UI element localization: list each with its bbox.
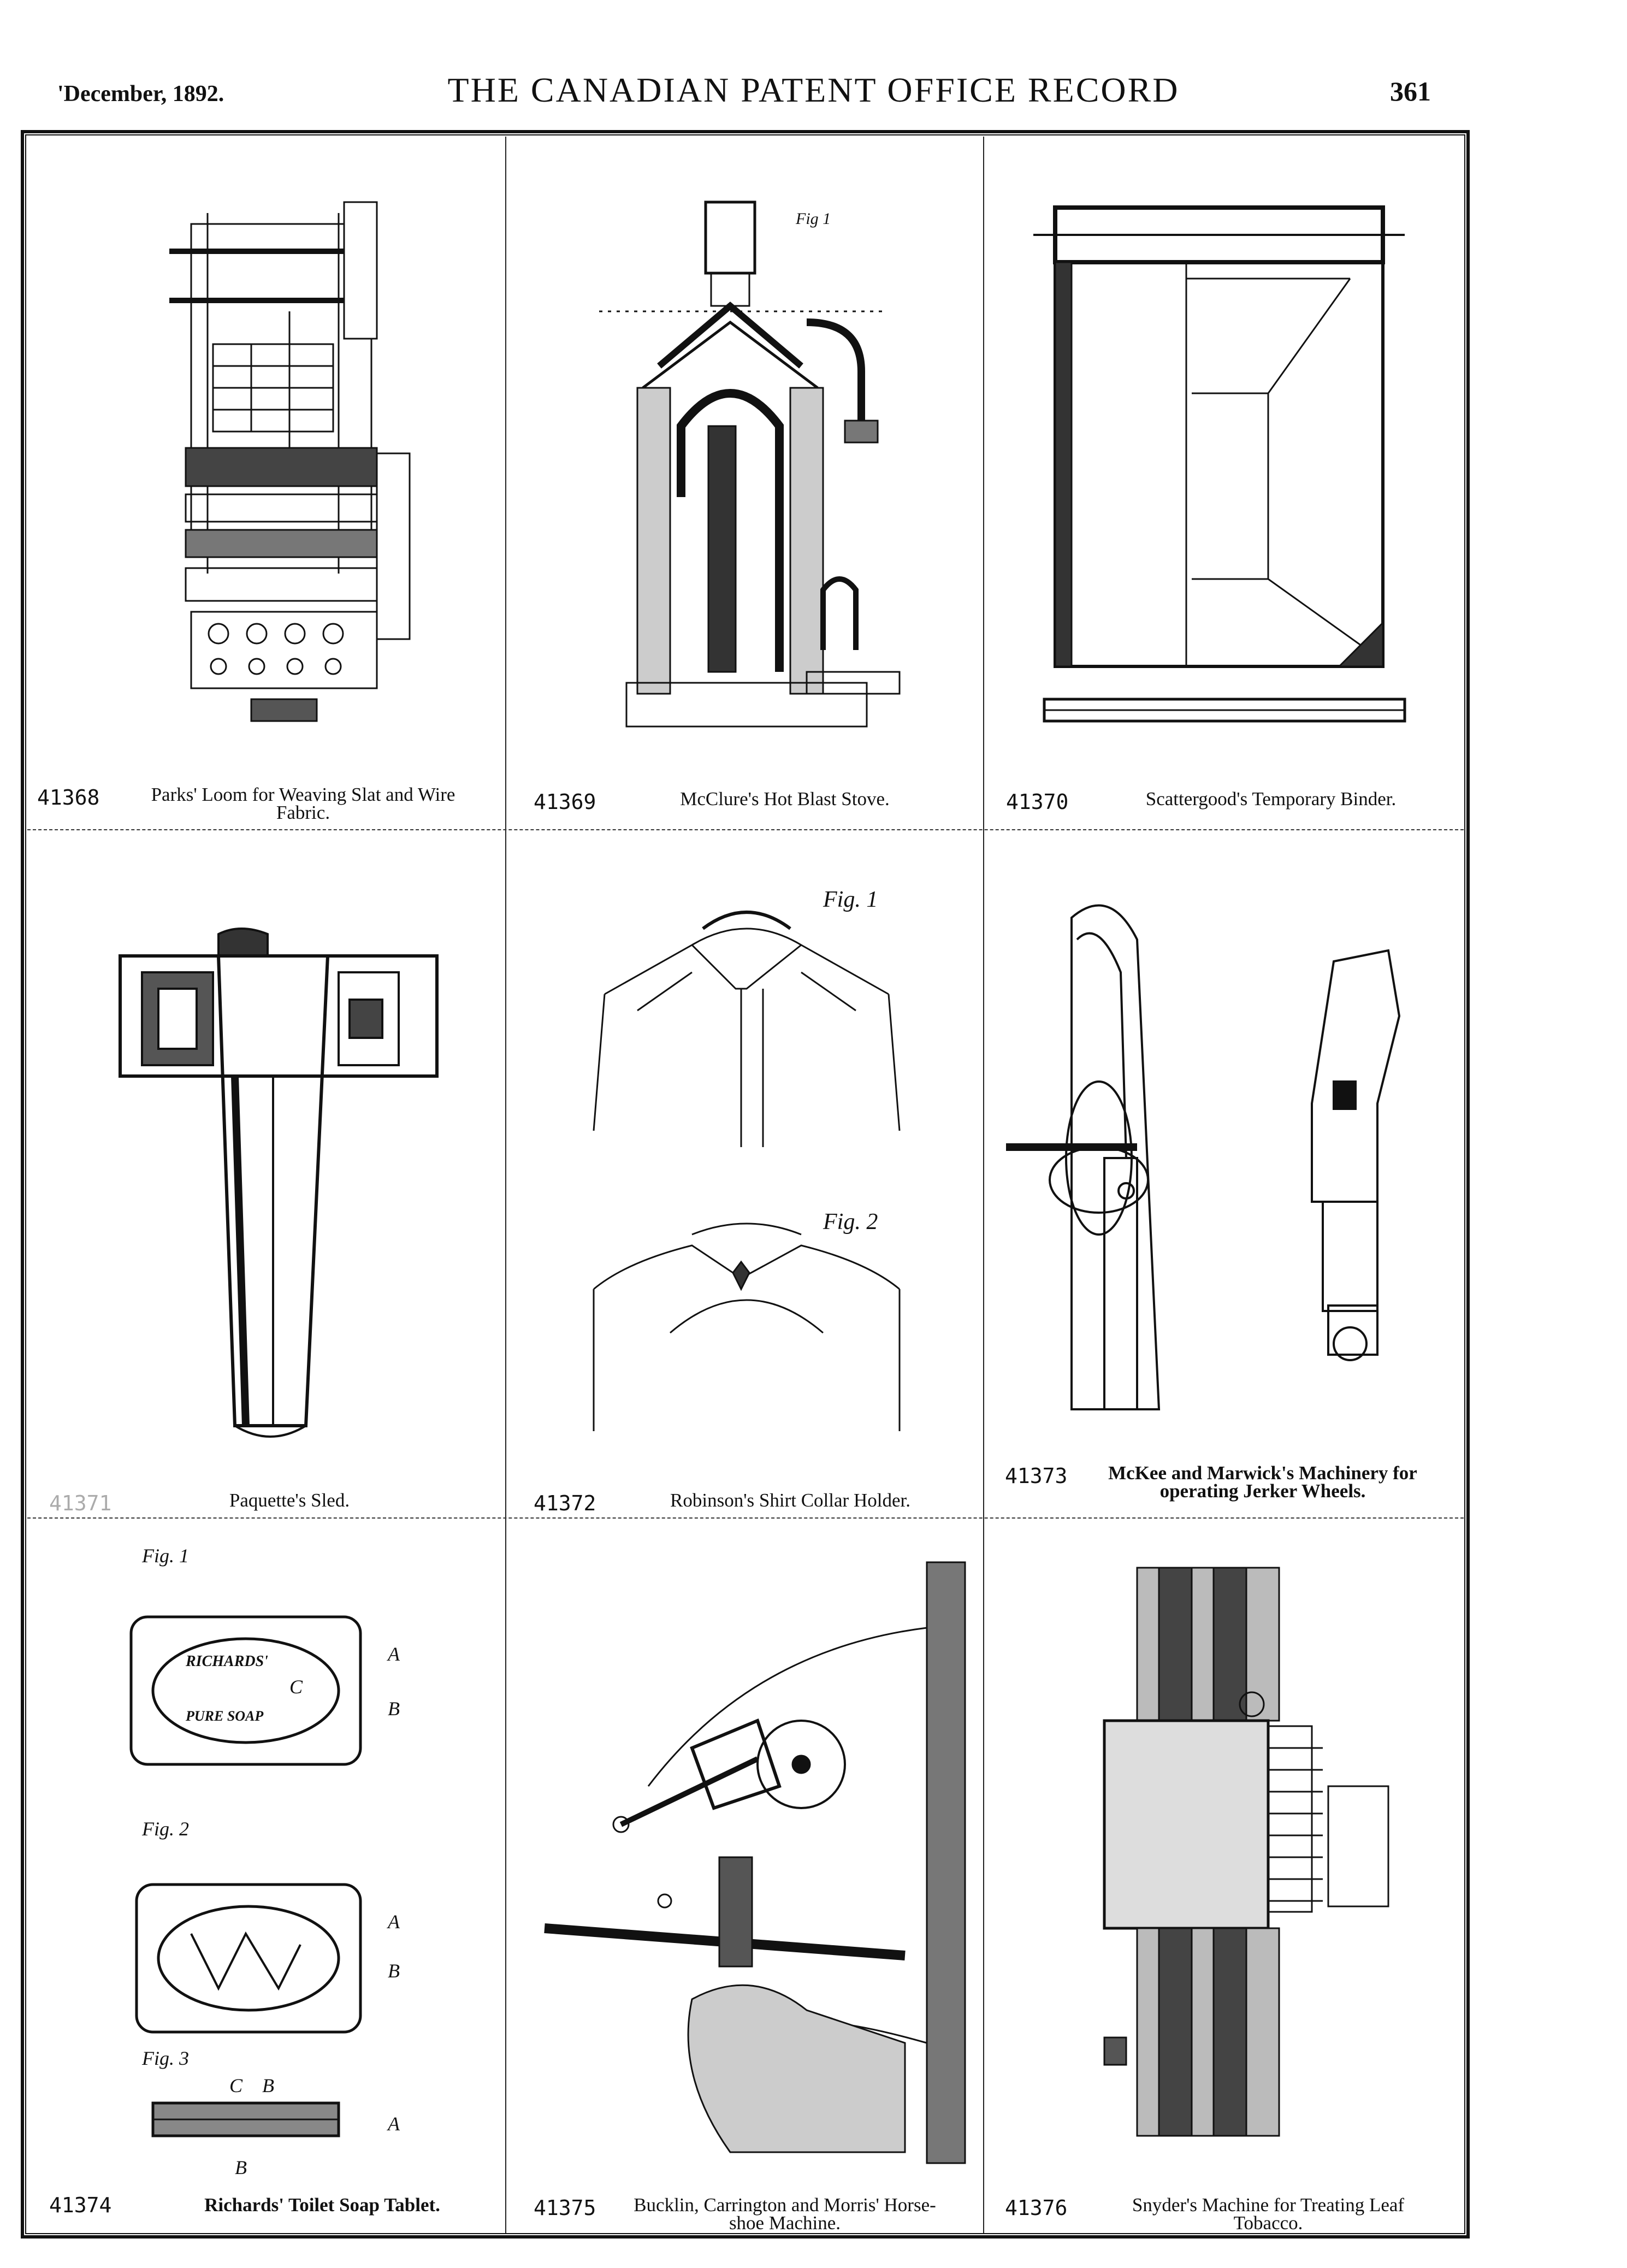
patent-number: 41376 — [1005, 2196, 1068, 2220]
patent-cell-41371: 41371 Paquette's Sled. — [27, 830, 505, 1517]
soap-label-b-fig3-bottom: B — [235, 2157, 247, 2178]
patent-title: Paquette's Sled. — [137, 1490, 442, 1511]
sled-drawing — [119, 928, 439, 1438]
collar-drawing: Fig. 1 Fig. 2 — [593, 887, 901, 1431]
page-number: 361 — [1390, 76, 1431, 107]
patent-title-line1: Bucklin, Carrington and Morris' Horse- — [634, 2194, 936, 2216]
patent-title: McKee and Marwick's Machinery for operat… — [1066, 1462, 1459, 1502]
patent-cell-41369: Fig 1 41369 McClure's Hot Blast Stove. — [506, 137, 983, 829]
patent-cell-41368: 41368 Parks' Loom for Weaving Slat and W… — [27, 137, 505, 829]
patent-cell-41372: Fig. 1 Fig. 2 41372 Robinson's Shirt Col… — [506, 830, 983, 1517]
patent-title-line1: Robinson's Shirt Collar Holder. — [670, 1490, 910, 1511]
patent-number: 41368 — [37, 785, 100, 810]
patent-title: McClure's Hot Blast Stove. — [632, 788, 938, 810]
soap-drawing: Fig. 1 RICHARDS' PURE SOAP C A B Fig. 2 … — [129, 1545, 400, 2178]
patent-title-line1: Scattergood's Temporary Binder. — [1145, 788, 1397, 810]
patent-cell-41373: 41373 McKee and Marwick's Machinery for … — [984, 830, 1464, 1517]
patent-title-line2: Tobacco. — [1233, 2212, 1303, 2234]
patent-title: Snyder's Machine for Treating Leaf Tobac… — [1082, 2194, 1454, 2234]
binder-drawing — [1033, 205, 1406, 723]
soap-label-c-fig3: C — [229, 2075, 243, 2096]
soap-label-b-fig3-top: B — [262, 2075, 274, 2096]
plate-frame — [21, 130, 1470, 2239]
patent-title: Scattergood's Temporary Binder. — [1093, 788, 1448, 810]
jerker-wheel-drawing — [1006, 904, 1401, 1410]
soap-fig2-label: Fig. 2 — [141, 1818, 189, 1840]
patent-title: Robinson's Shirt Collar Holder. — [626, 1490, 954, 1511]
plate-inner-rule — [25, 134, 1465, 2234]
patent-title-line1: Snyder's Machine for Treating Leaf — [1132, 2194, 1405, 2216]
patent-number: 41374 — [49, 2193, 112, 2217]
soap-fig1-label: Fig. 1 — [141, 1545, 189, 1567]
soap-stamp-bottom: PURE SOAP — [185, 1708, 264, 1724]
column-divider-2 — [983, 137, 984, 2233]
row-divider-1 — [27, 829, 1464, 830]
stove-drawing: Fig 1 — [599, 200, 901, 728]
soap-label-b-fig2: B — [388, 1960, 400, 1982]
patent-title: Parks' Loom for Weaving Slat and Wire Fa… — [104, 785, 502, 822]
loom-drawing — [169, 201, 411, 722]
soap-label-a-fig3: A — [387, 2113, 400, 2135]
collar-fig1-label: Fig. 1 — [823, 887, 878, 912]
patent-cell-41370: 41370 Scattergood's Temporary Binder. — [984, 137, 1464, 829]
issue-date: 'December, 1892. — [57, 81, 224, 107]
row-divider-2 — [27, 1517, 1464, 1519]
patent-title-line2: shoe Machine. — [729, 2212, 841, 2234]
soap-label-b-fig1: B — [388, 1698, 400, 1720]
publication-title: THE CANADIAN PATENT OFFICE RECORD — [447, 70, 1180, 109]
patent-title: Richards' Toilet Soap Tablet. — [158, 2194, 486, 2216]
patent-number: 41369 — [534, 790, 596, 814]
patent-number: 41370 — [1006, 790, 1069, 814]
patent-title-line1: Parks' Loom for Weaving Slat and Wire — [151, 784, 455, 805]
soap-label-a-fig1: A — [387, 1643, 400, 1665]
patent-number: 41372 — [534, 1491, 596, 1515]
patent-cell-41375: 41375 Bucklin, Carrington and Morris' Ho… — [506, 1519, 983, 2234]
tobacco-machine-drawing — [1103, 1567, 1389, 2137]
soap-label-a-fig2: A — [387, 1911, 400, 1933]
patent-title: Bucklin, Carrington and Morris' Horse- s… — [594, 2194, 976, 2234]
stove-fig-label: Fig 1 — [795, 210, 831, 228]
page-header: 'December, 1892. THE CANADIAN PATENT OFF… — [0, 66, 1627, 115]
patent-title-line2: operating Jerker Wheels. — [1159, 1480, 1366, 1502]
patent-cell-41376: 41376 Snyder's Machine for Treating Leaf… — [984, 1519, 1464, 2234]
soap-fig3-label: Fig. 3 — [141, 2047, 189, 2069]
column-divider-1 — [505, 137, 506, 2233]
patent-title-line1: Paquette's Sled. — [229, 1490, 350, 1511]
collar-fig2-label: Fig. 2 — [823, 1209, 878, 1235]
soap-label-c-fig1: C — [289, 1676, 303, 1698]
patent-cell-41374: Fig. 1 RICHARDS' PURE SOAP C A B Fig. 2 … — [27, 1519, 505, 2231]
patent-title-line1: McKee and Marwick's Machinery for — [1108, 1462, 1417, 1484]
patent-title-line2: Fabric. — [276, 802, 330, 823]
soap-stamp-top: RICHARDS' — [185, 1653, 268, 1670]
patent-number: 41373 — [1005, 1464, 1068, 1488]
patent-number: 41375 — [534, 2196, 596, 2220]
patent-title-line1: McClure's Hot Blast Stove. — [680, 788, 890, 810]
patent-title-line1: Richards' Toilet Soap Tablet. — [204, 2194, 440, 2216]
patent-number: 41371 — [49, 1491, 112, 1515]
horseshoe-machine-drawing — [544, 1561, 966, 2164]
